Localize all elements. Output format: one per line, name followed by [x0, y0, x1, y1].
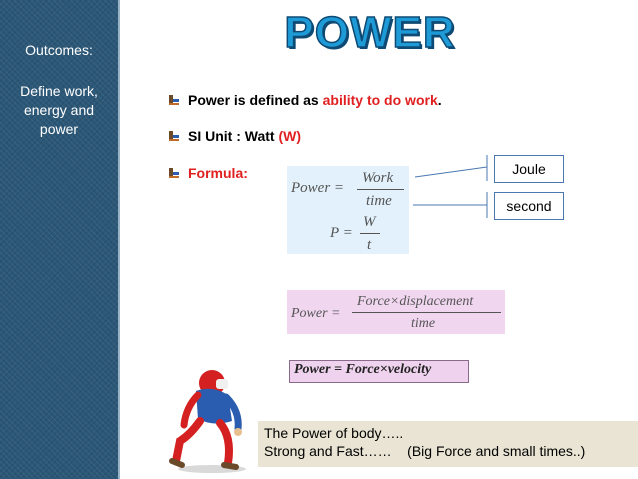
outcome-line: Define work,	[20, 83, 98, 99]
outcomes-list: Define work, energy and power	[8, 82, 110, 139]
outcomes-heading: Outcomes:	[25, 42, 93, 58]
bullet-formula: Formula:	[168, 165, 248, 181]
definition-suffix: .	[437, 92, 442, 108]
bullet-si-unit: SI Unit : Watt (W)	[168, 128, 301, 144]
formula1-numerator: Work	[362, 170, 394, 186]
sidebar: Outcomes: Define work, energy and power	[0, 0, 120, 479]
formula-label: Formula:	[188, 165, 248, 181]
formula3-fraction-bar	[352, 312, 501, 313]
unit-second: second	[494, 192, 564, 220]
formula3-denominator: time	[411, 316, 436, 331]
outcome-line: power	[39, 121, 79, 137]
formula4-text: Power = Force×velocity	[294, 362, 432, 377]
unit-joule: Joule	[494, 155, 564, 183]
definition-highlight: ability to do work	[322, 92, 438, 108]
bullet-icon	[169, 95, 179, 105]
outcome-line: energy and	[23, 102, 95, 118]
formula2-fraction-bar	[360, 233, 380, 234]
note-line-2: Strong and Fast…… (Big Force and small t…	[264, 443, 586, 459]
formula1-lhs: Power =	[291, 180, 345, 196]
formula-box-velocity	[289, 360, 469, 383]
formula3-numerator: Force×displacement	[357, 294, 474, 309]
formula-box-basic	[287, 166, 409, 254]
formula2-numerator: W	[363, 214, 376, 230]
definition-text: Power is defined as	[188, 92, 323, 108]
si-unit-symbol: (W)	[278, 128, 302, 144]
bullet-definition: Power is defined as ability to do work.	[168, 92, 442, 108]
bullet-icon	[169, 168, 179, 178]
note-box: The Power of body….. Strong and Fast…… (…	[258, 421, 638, 467]
formula1-fraction-bar	[357, 189, 404, 190]
slide-title: POWER	[284, 7, 456, 58]
football-player-illustration	[169, 370, 246, 473]
bullet-icon	[169, 131, 179, 141]
si-unit-text: SI Unit : Watt	[188, 128, 279, 144]
formula2-lhs: P =	[330, 225, 353, 241]
formula2-denominator: t	[367, 237, 372, 253]
note-line-1: The Power of body…..	[264, 425, 404, 441]
formula1-denominator: time	[366, 193, 392, 209]
formula3-lhs: Power =	[291, 306, 341, 321]
